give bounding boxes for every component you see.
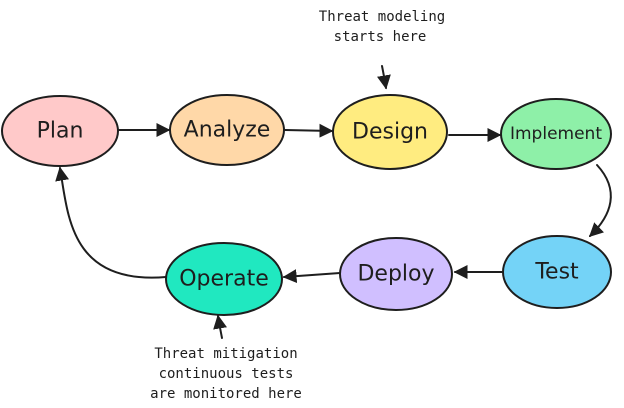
node-plan-label: Plan bbox=[37, 119, 84, 144]
operate-note-line-1: Threat mitigation bbox=[154, 346, 297, 362]
node-deploy-label: Deploy bbox=[357, 262, 434, 287]
arrow-analyze-to-design bbox=[284, 123, 334, 138]
node-operate: Operate bbox=[165, 242, 283, 316]
arrow-deploy-to-operate bbox=[282, 269, 341, 284]
node-plan-shape bbox=[1, 95, 119, 167]
operate-note-line-2: continuous tests bbox=[159, 366, 294, 382]
node-plan: Plan bbox=[1, 95, 119, 167]
node-operate-label: Operate bbox=[179, 267, 269, 292]
node-implement: Implement bbox=[500, 98, 612, 170]
node-test: Test bbox=[502, 235, 612, 309]
design-note-line-2: starts here bbox=[334, 29, 427, 45]
node-implement-label: Implement bbox=[510, 124, 602, 144]
design-note-arrow bbox=[377, 65, 391, 90]
operate-note-arrow bbox=[213, 314, 227, 339]
node-analyze: Analyze bbox=[169, 94, 285, 166]
arrow-operate-to-plan bbox=[55, 166, 167, 279]
node-deploy: Deploy bbox=[339, 237, 453, 311]
operate-note-line-3: are monitored here bbox=[150, 386, 302, 402]
node-design: Design bbox=[332, 94, 448, 170]
node-test-shape bbox=[502, 235, 612, 309]
node-design-shape bbox=[332, 94, 448, 170]
arrow-implement-to-test bbox=[588, 164, 612, 237]
node-analyze-shape bbox=[169, 94, 285, 166]
node-analyze-label: Analyze bbox=[184, 118, 271, 143]
node-design-label: Design bbox=[352, 120, 428, 145]
node-test-label: Test bbox=[534, 260, 579, 285]
node-deploy-shape bbox=[339, 237, 453, 311]
node-implement-shape bbox=[500, 98, 612, 170]
design-note-line-1: Threat modeling bbox=[319, 9, 445, 25]
